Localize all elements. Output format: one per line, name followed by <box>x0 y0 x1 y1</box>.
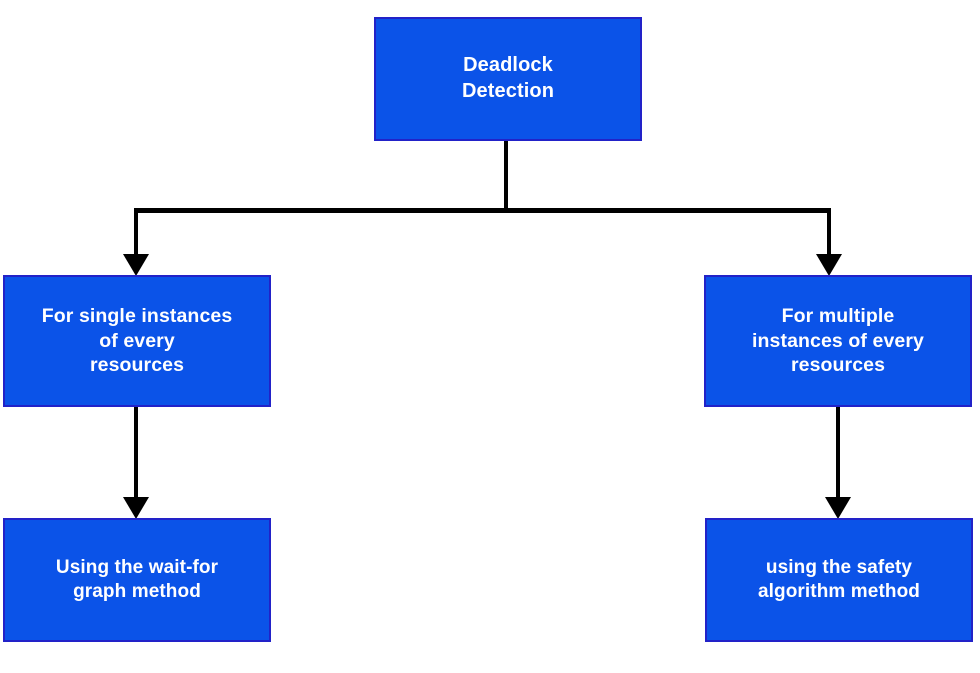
connector-horizontal-bus <box>134 208 831 213</box>
arrowhead-root-to-multiple-icon <box>816 254 842 276</box>
connector-single-to-waitfor <box>134 407 138 500</box>
node-deadlock-detection-label: Deadlock Detection <box>461 54 555 102</box>
node-deadlock-detection[interactable]: Deadlock Detection <box>374 17 642 141</box>
node-multiple-instances[interactable]: For multiple instances of every resource… <box>704 275 972 407</box>
arrowhead-multiple-to-safety-icon <box>825 497 851 519</box>
connector-multiple-to-safety <box>836 407 840 500</box>
node-wait-for-graph-method[interactable]: Using the wait-for graph method <box>3 518 271 642</box>
node-safety-algorithm-method-label: using the safety algorithm method <box>757 556 921 602</box>
node-multiple-instances-label: For multiple instances of every resource… <box>752 304 924 377</box>
node-single-instances-label: For single instances of every resources <box>41 304 233 377</box>
arrowhead-root-to-single-icon <box>123 254 149 276</box>
node-single-instances[interactable]: For single instances of every resources <box>3 275 271 407</box>
node-safety-algorithm-method[interactable]: using the safety algorithm method <box>705 518 973 642</box>
connector-drop-right <box>827 208 831 258</box>
node-wait-for-graph-method-label: Using the wait-for graph method <box>55 556 219 602</box>
arrowhead-single-to-waitfor-icon <box>123 497 149 519</box>
connector-root-stem <box>504 141 508 212</box>
connector-drop-left <box>134 208 138 258</box>
